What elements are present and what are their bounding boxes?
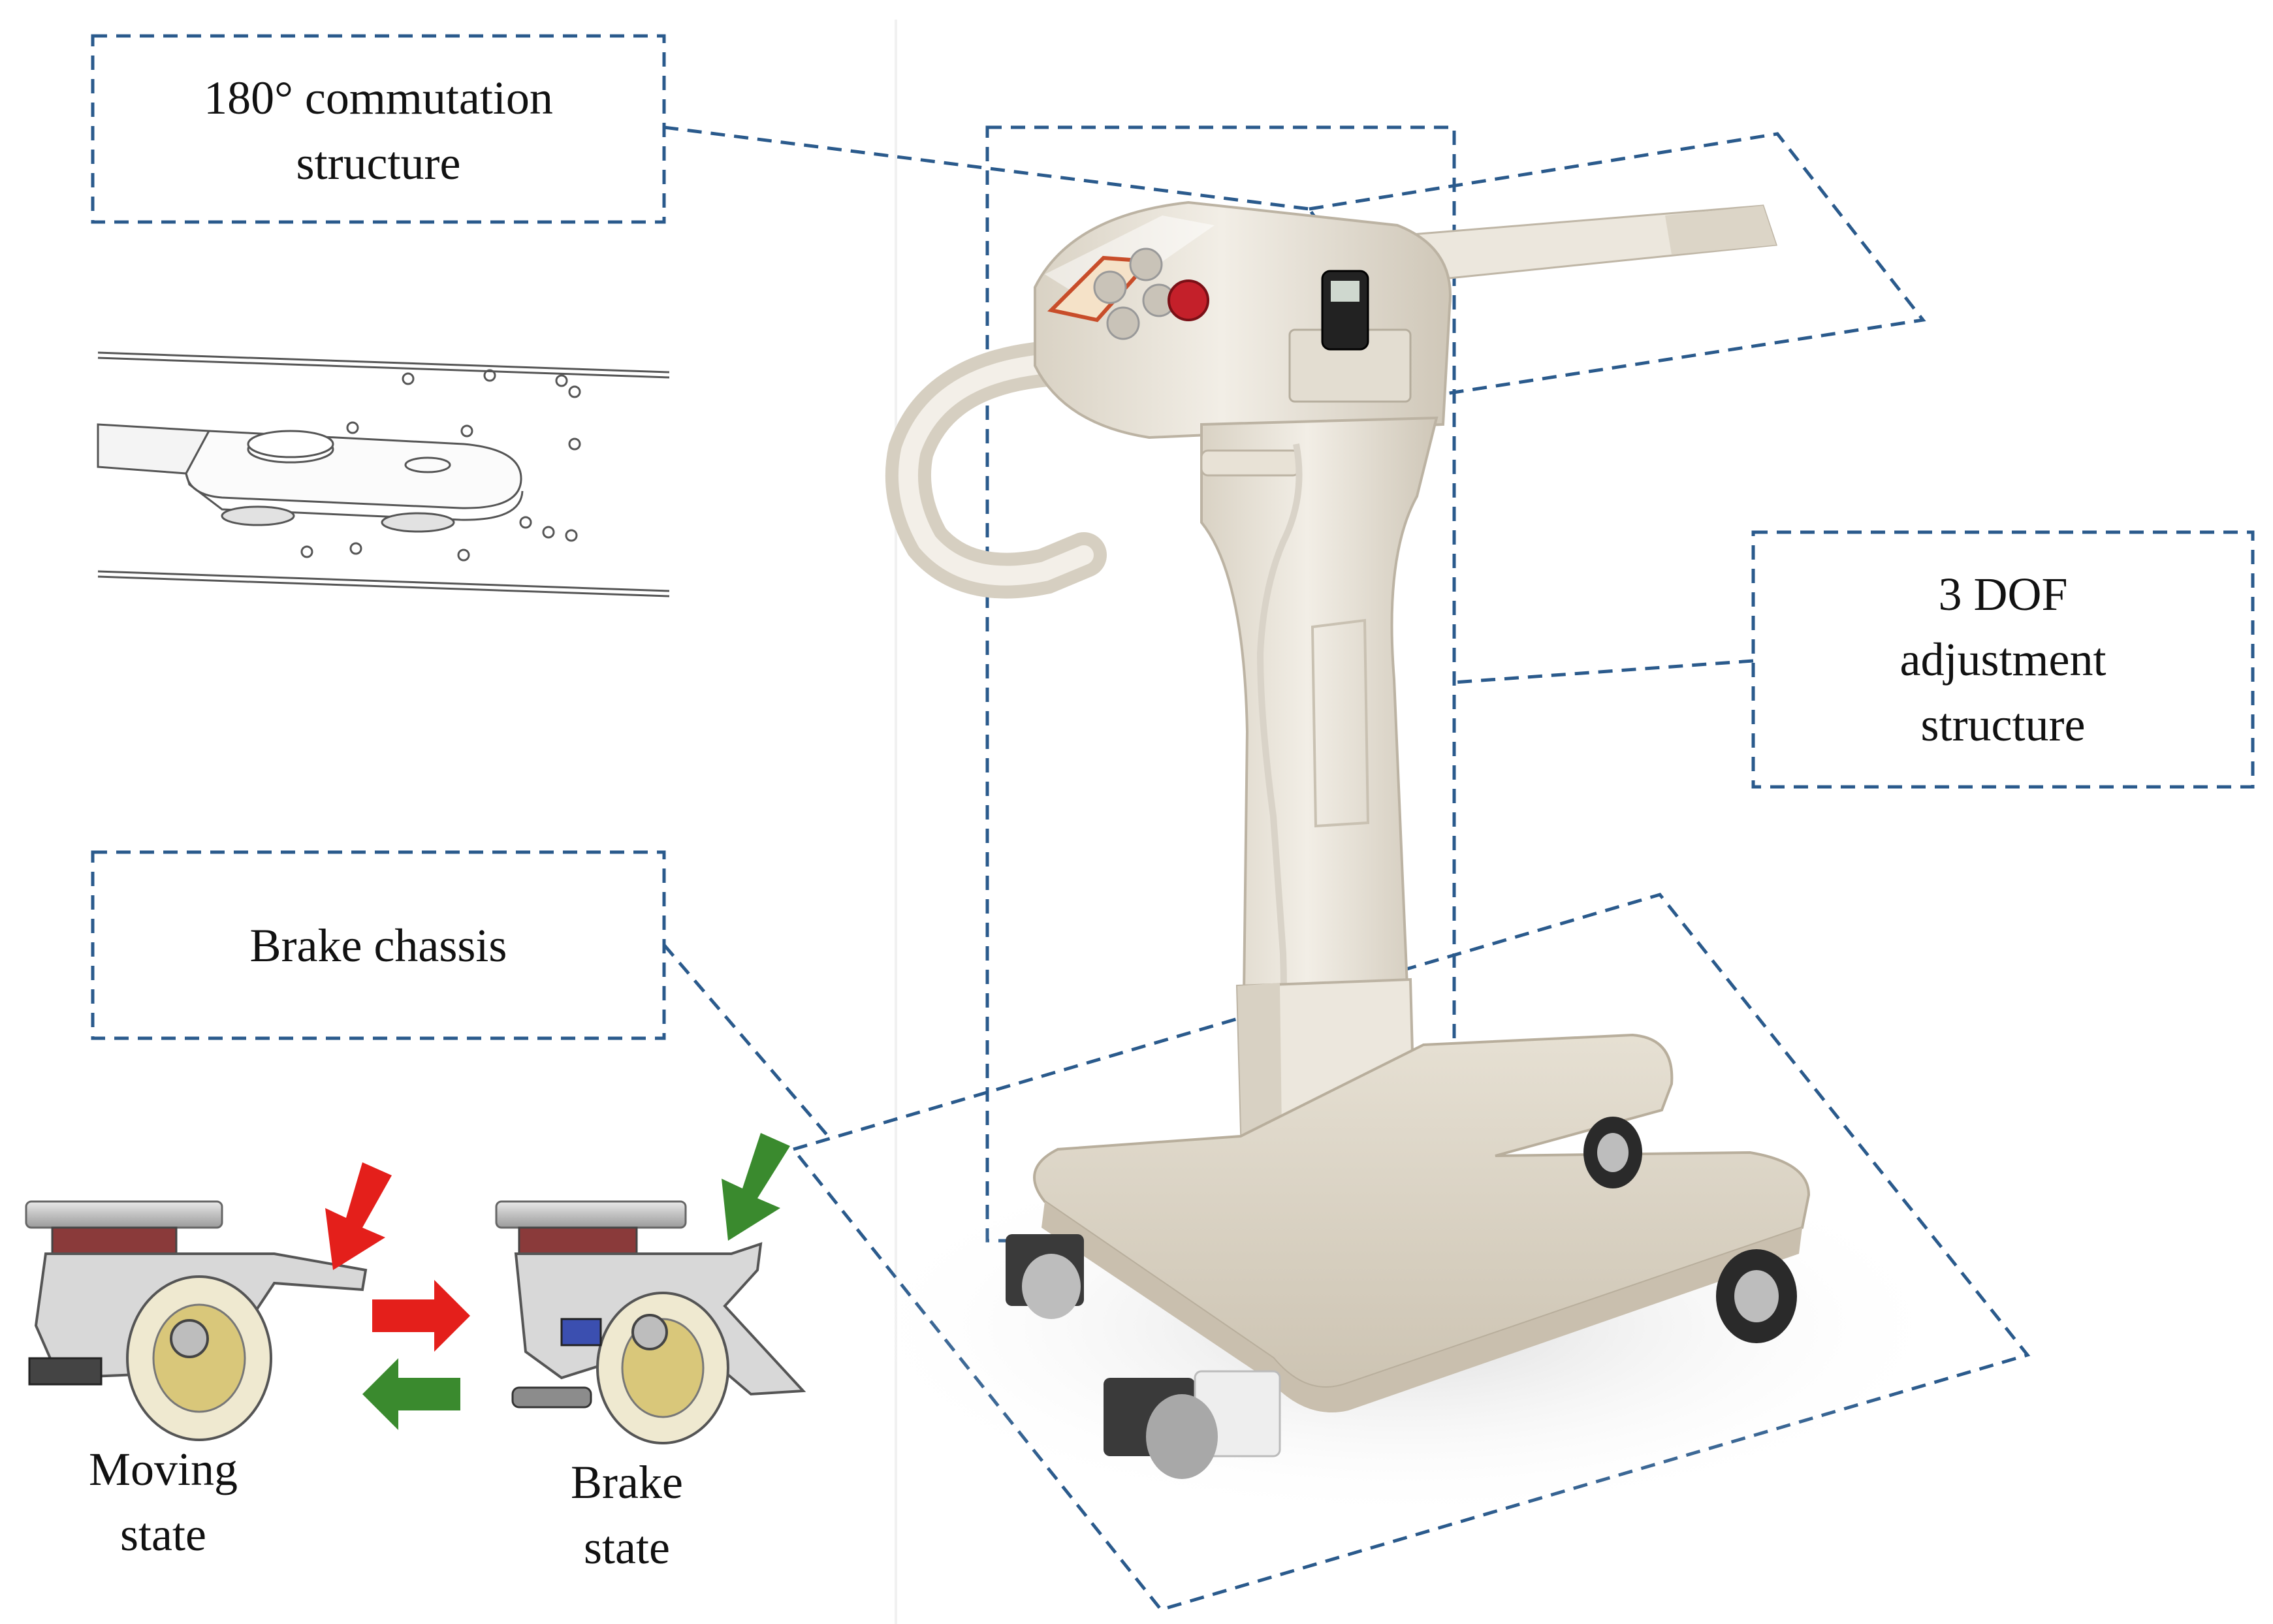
cart-caster xyxy=(1583,1117,1642,1188)
caster-brake-state xyxy=(495,1200,806,1444)
green-press-arrow-icon xyxy=(722,1133,790,1241)
label-brake-chassis-text: Brake chassis xyxy=(249,919,507,972)
emergency-stop-icon xyxy=(1168,279,1209,321)
label-dof-line3: structure xyxy=(1920,699,2086,751)
red-press-arrow-icon xyxy=(325,1162,392,1270)
label-dof-line1: 3 DOF xyxy=(1938,568,2068,620)
cart-caster xyxy=(1104,1370,1281,1479)
label-brake-state-line1: Brake xyxy=(571,1456,683,1508)
console-button xyxy=(1093,270,1127,304)
label-commutation-line1: 180° commutation xyxy=(204,72,553,124)
label-brake-state-line2: state xyxy=(584,1521,670,1574)
console-button xyxy=(1106,306,1140,340)
label-dof-line2: adjustment xyxy=(1899,633,2106,686)
label-moving-state: Moving state xyxy=(39,1437,287,1567)
cart-caster xyxy=(1716,1249,1797,1343)
label-moving-line2: state xyxy=(120,1508,206,1561)
console-button xyxy=(1129,247,1163,281)
cart-caster xyxy=(1006,1234,1084,1319)
label-dof-adjustment-structure: 3 DOF adjustment structure xyxy=(1753,562,2253,757)
caster-moving-state xyxy=(25,1200,368,1441)
label-commutation-line2: structure xyxy=(296,137,461,189)
label-commutation-structure: 180° commutation structure xyxy=(93,65,664,196)
label-moving-line1: Moving xyxy=(88,1443,238,1495)
connector-lines xyxy=(663,125,1754,1139)
commutation-sketch xyxy=(97,351,670,597)
device-cart xyxy=(885,200,1811,1479)
label-brake-chassis: Brake chassis xyxy=(93,913,664,978)
green-left-arrow-icon xyxy=(362,1358,460,1430)
label-brake-state: Brake state xyxy=(503,1450,751,1580)
red-right-arrow-icon xyxy=(372,1280,470,1352)
